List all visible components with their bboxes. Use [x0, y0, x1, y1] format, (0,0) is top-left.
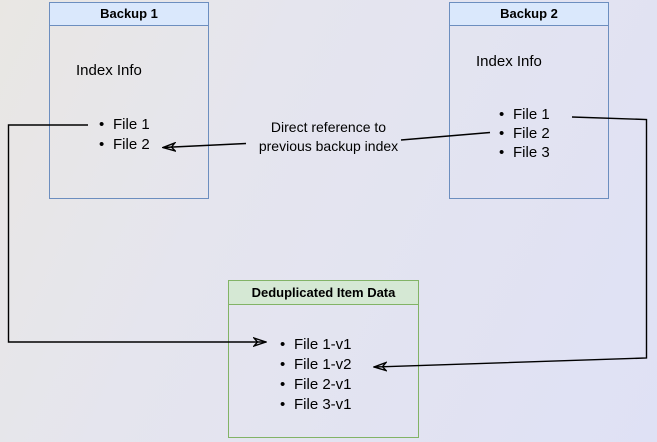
backup2-file-list: File 1 File 2 File 3 [499, 105, 550, 162]
dedup-title: Deduplicated Item Data [251, 285, 396, 300]
backup1-file-list: File 1 File 2 [99, 115, 150, 155]
backup2-box: Backup 2 Index Info File 1 File 2 File 3 [449, 2, 609, 199]
backup1-index-info-label: Index Info [76, 62, 142, 79]
dedup-item-list: File 1-v1 File 1-v2 File 2-v1 File 3-v1 [280, 335, 352, 415]
file-item: File 1-v2 [280, 355, 352, 375]
backup1-box: Backup 1 Index Info File 1 File 2 [49, 2, 209, 199]
annotation-direct-reference: Direct reference to previous backup inde… [258, 119, 399, 154]
dedup-box: Deduplicated Item Data File 1-v1 File 1-… [228, 280, 419, 438]
file-item: File 3 [499, 143, 550, 162]
file-item: File 1 [499, 105, 550, 124]
file-item: File 2 [499, 124, 550, 143]
backup2-index-info-label: Index Info [476, 53, 542, 70]
file-item: File 1-v1 [280, 335, 352, 355]
file-item: File 1 [99, 115, 150, 135]
backup2-header: Backup 2 [450, 3, 608, 26]
file-item: File 2 [99, 135, 150, 155]
file-item: File 2-v1 [280, 375, 352, 395]
file-item: File 3-v1 [280, 395, 352, 415]
backup1-header: Backup 1 [50, 3, 208, 26]
dedup-header: Deduplicated Item Data [229, 281, 418, 305]
backup2-title: Backup 2 [500, 6, 558, 21]
backup1-title: Backup 1 [100, 6, 158, 21]
